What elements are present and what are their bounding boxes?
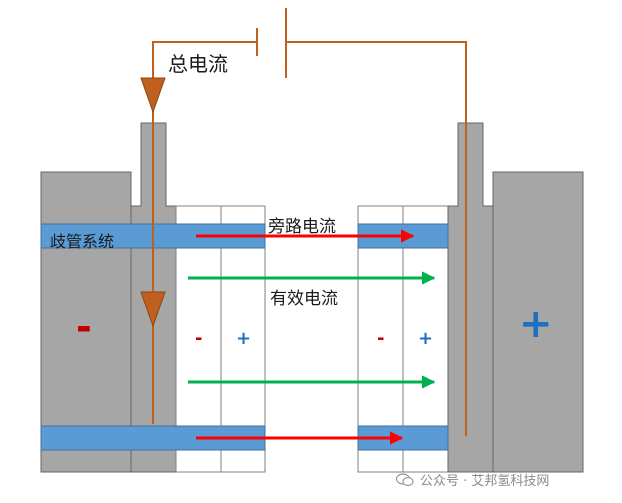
current-arrow-top (140, 77, 166, 114)
cell1-negative-sign: - (195, 328, 203, 349)
left-end-plate (40, 171, 132, 473)
right-end-plate (492, 171, 584, 473)
circuit-wire-right (286, 41, 467, 436)
right-current-collector (447, 122, 494, 473)
total-current-label: 总电流 (168, 52, 228, 76)
watermark-text: 公众号 · 艾邦氢科技网 (420, 474, 550, 489)
bypass-current-label: 旁路电流 (268, 217, 336, 237)
effective-current-label: 有效电流 (270, 289, 338, 309)
wechat-icon (396, 472, 414, 486)
cell1-positive-sign: + (236, 328, 252, 349)
current-arrow-middle (140, 291, 166, 328)
watermark: 公众号 · 艾邦氢科技网 (396, 470, 549, 489)
cell2-positive-sign: + (418, 328, 434, 349)
cell2-negative-sign: - (377, 328, 385, 349)
right-electrode-sign: + (519, 301, 553, 347)
left-electrode-sign: - (76, 305, 92, 349)
manifold-system-label: 歧管系统 (50, 232, 115, 251)
